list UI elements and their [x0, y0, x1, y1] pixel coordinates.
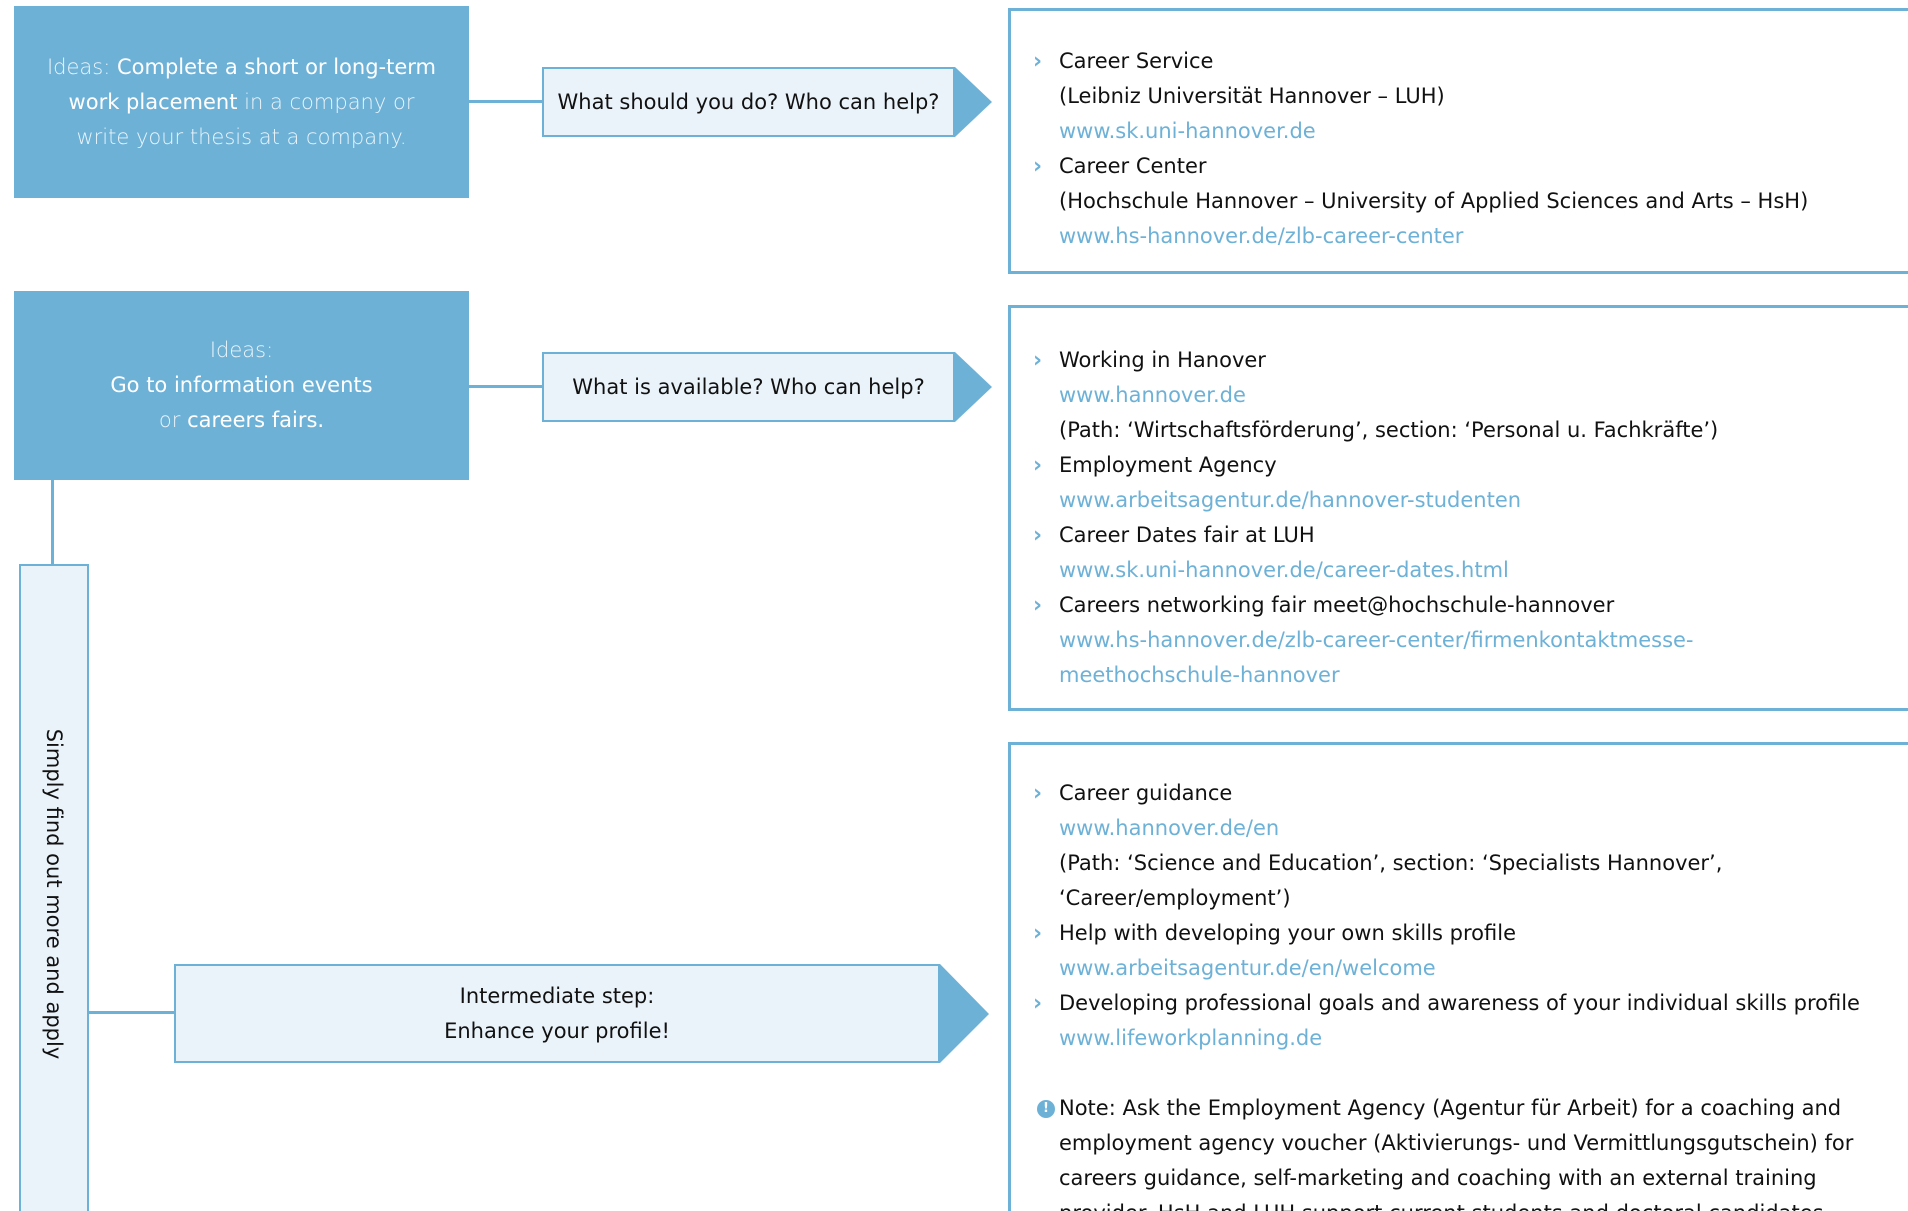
chevron-right-icon: › — [1033, 154, 1043, 179]
chevron-right-icon: › — [1033, 348, 1043, 373]
list-item-career-guidance: › Career guidance www.hannover.de/en (Pa… — [1033, 776, 1908, 916]
chevron-right-icon: › — [1033, 49, 1043, 74]
resource-panel-row2: › Working in Hanover www.hannover.de (Pa… — [1008, 305, 1908, 711]
arrow-tip-row2 — [955, 352, 992, 422]
list-item-networking-fair: › Careers networking fair meet@hochschul… — [1033, 588, 1908, 693]
link-hannover-de[interactable]: www.hannover.de — [1059, 383, 1246, 407]
note-line: provider. HsH and LUH support current st… — [1059, 1196, 1908, 1211]
list-item-skills-profile: › Help with developing your own skills p… — [1033, 916, 1908, 986]
link-lifeworkplanning[interactable]: www.lifeworkplanning.de — [1059, 1026, 1323, 1050]
resource-panel-row1: › Career Service (Leibniz Universität Ha… — [1008, 8, 1908, 274]
note-label: Note: — [1059, 1096, 1116, 1120]
idea-text-placement: Ideas: Complete a short or long-term wor… — [46, 54, 436, 149]
connector-row1 — [469, 100, 543, 103]
item-title: Career Center — [1059, 154, 1207, 178]
item-title: Careers networking fair meet@hochschule-… — [1059, 593, 1615, 617]
link-career-dates[interactable]: www.sk.uni-hannover.de/career-dates.html — [1059, 558, 1509, 582]
link-firmenkontaktmesse[interactable]: www.hs-hannover.de/zlb-career-center/fir… — [1059, 628, 1694, 652]
question-box-row1: What should you do? Who can help? — [542, 67, 955, 137]
idea-highlight-events: Go to information events — [110, 373, 373, 397]
item-title: Employment Agency — [1059, 453, 1277, 477]
idea-line-fairs: or careers fairs. — [158, 408, 325, 432]
connector-vertical — [51, 480, 54, 565]
question-row2: What is available? Who can help? — [572, 374, 925, 399]
item-path: (Path: ‘Wirtschaftsförderung’, section: … — [1059, 418, 1719, 442]
link-arbeitsagentur-en[interactable]: www.arbeitsagentur.de/en/welcome — [1059, 956, 1436, 980]
idea-prefix: Ideas: — [209, 338, 274, 362]
link-hannover-en[interactable]: www.hannover.de/en — [1059, 816, 1280, 840]
note-line: employment agency voucher (Aktivierungs-… — [1059, 1131, 1854, 1155]
note-block: ! Note: Ask the Employment Agency (Agent… — [1037, 1091, 1908, 1211]
item-subtitle: (Hochschule Hannover – University of App… — [1059, 189, 1809, 213]
chevron-right-icon: › — [1033, 921, 1043, 946]
note-line: careers guidance, self-marketing and coa… — [1059, 1166, 1817, 1190]
list-item-working-in-hanover: › Working in Hanover www.hannover.de (Pa… — [1033, 343, 1908, 448]
chevron-right-icon: › — [1033, 593, 1043, 618]
note-line: Ask the Employment Agency (Agentur für A… — [1115, 1096, 1842, 1120]
intermediate-step-box: Intermediate step: Enhance your profile! — [174, 964, 940, 1063]
list-item-career-service: › Career Service (Leibniz Universität Ha… — [1033, 44, 1908, 149]
connector-row2 — [469, 385, 543, 388]
list-item-career-center: › Career Center (Hochschule Hannover – U… — [1033, 149, 1908, 254]
link-firmenkontaktmesse-cont[interactable]: meethochschule-hannover — [1059, 663, 1340, 687]
arrow-tip-row1 — [955, 67, 992, 137]
item-title: Career Dates fair at LUH — [1059, 523, 1315, 547]
question-row1: What should you do? Who can help? — [557, 89, 940, 114]
info-icon: ! — [1037, 1100, 1055, 1118]
item-title: Career guidance — [1059, 781, 1233, 805]
chevron-right-icon: › — [1033, 781, 1043, 806]
idea-box-events: Ideas: Go to information events or caree… — [14, 291, 469, 480]
connector-row3 — [89, 1011, 175, 1014]
link-hs-hannover-career-center[interactable]: www.hs-hannover.de/zlb-career-center — [1059, 224, 1464, 248]
idea-box-placement: Ideas: Complete a short or long-term wor… — [14, 6, 469, 198]
link-arbeitsagentur-studenten[interactable]: www.arbeitsagentur.de/hannover-studenten — [1059, 488, 1522, 512]
list-item-employment-agency: › Employment Agency www.arbeitsagentur.d… — [1033, 448, 1908, 518]
item-path: (Path: ‘Science and Education’, section:… — [1059, 851, 1723, 910]
step-title: Intermediate step: — [459, 983, 655, 1008]
item-title: Working in Hanover — [1059, 348, 1266, 372]
item-title: Help with developing your own skills pro… — [1059, 921, 1516, 945]
chevron-right-icon: › — [1033, 453, 1043, 478]
item-subtitle: (Leibniz Universität Hannover – LUH) — [1059, 84, 1445, 108]
list-item-career-dates: › Career Dates fair at LUH www.sk.uni-ha… — [1033, 518, 1908, 588]
resource-panel-row3: › Career guidance www.hannover.de/en (Pa… — [1008, 742, 1908, 1211]
question-box-row2: What is available? Who can help? — [542, 352, 955, 422]
chevron-right-icon: › — [1033, 523, 1043, 548]
list-item-professional-goals: › Developing professional goals and awar… — [1033, 986, 1908, 1056]
step-text: Enhance your profile! — [444, 1018, 670, 1043]
side-label-box: Simply find out more and apply — [19, 564, 89, 1211]
item-title: Career Service — [1059, 49, 1214, 73]
side-label: Simply find out more and apply — [42, 728, 66, 1060]
arrow-tip-row3 — [940, 964, 989, 1063]
link-sk-uni-hannover[interactable]: www.sk.uni-hannover.de — [1059, 119, 1316, 143]
chevron-right-icon: › — [1033, 991, 1043, 1016]
item-title: Developing professional goals and awaren… — [1059, 991, 1860, 1015]
